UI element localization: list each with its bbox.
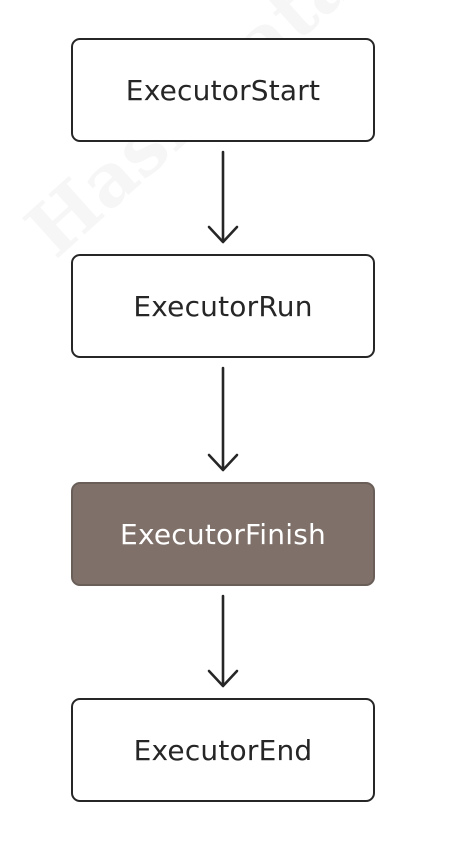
node-executor-end: ExecutorEnd	[71, 698, 375, 802]
arrow-start-to-run	[207, 150, 239, 244]
node-label: ExecutorRun	[133, 289, 313, 323]
node-label: ExecutorFinish	[120, 517, 326, 551]
arrow-run-to-finish	[207, 366, 239, 472]
node-executor-run: ExecutorRun	[71, 254, 375, 358]
node-executor-finish: ExecutorFinish	[71, 482, 375, 586]
node-label: ExecutorStart	[125, 73, 321, 107]
node-executor-start: ExecutorStart	[71, 38, 375, 142]
arrow-finish-to-end	[207, 594, 239, 688]
node-label: ExecutorEnd	[133, 733, 313, 767]
